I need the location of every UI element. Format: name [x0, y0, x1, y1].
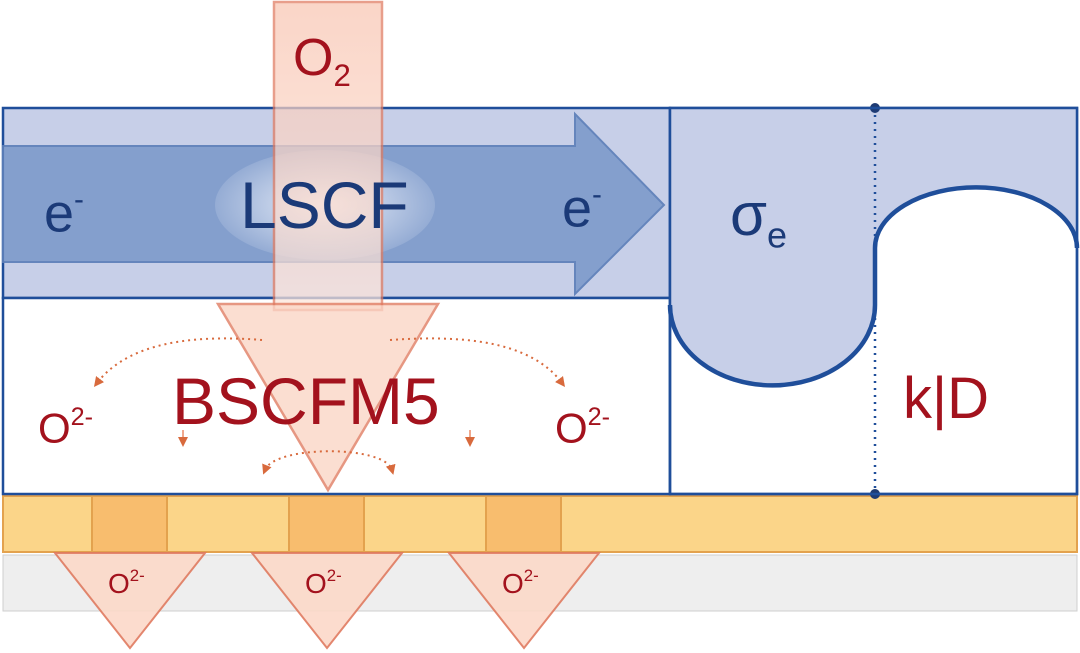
diffusion-arrow-right — [389, 337, 565, 388]
oxygen-ion-arrow-3 — [446, 552, 602, 650]
oxygen-ion-arrow-1 — [52, 552, 208, 650]
oxygen-ion-label-bottom-2: O2- — [305, 566, 342, 599]
electrolyte-block-2 — [288, 495, 365, 553]
oxygen-ion-label-bottom-1: O2- — [108, 566, 145, 599]
diffusion-arrow-inner — [262, 450, 396, 475]
o2-arrow-head — [215, 302, 441, 493]
oxygen-ion-label-bottom-3: O2- — [502, 566, 539, 599]
oxygen-ion-label-left: O2- — [38, 403, 94, 452]
kd-label: k|D — [903, 366, 989, 431]
o2-label: O2 — [293, 29, 351, 93]
electron-label-right: e- — [562, 178, 602, 239]
sigma-e-label: σe — [730, 181, 788, 256]
lscf-label: LSCF — [240, 168, 409, 242]
o2-arrow-shaft — [272, 0, 384, 312]
right-panel-outline — [668, 106, 1079, 496]
bscfm5-label: BSCFM5 — [172, 364, 440, 438]
oxygen-ion-label-right: O2- — [555, 403, 611, 452]
electrolyte-block-1 — [91, 495, 168, 553]
oxygen-ion-arrow-2 — [249, 552, 405, 650]
electron-label-left: e- — [44, 183, 84, 244]
electrolyte-block-3 — [485, 495, 562, 553]
